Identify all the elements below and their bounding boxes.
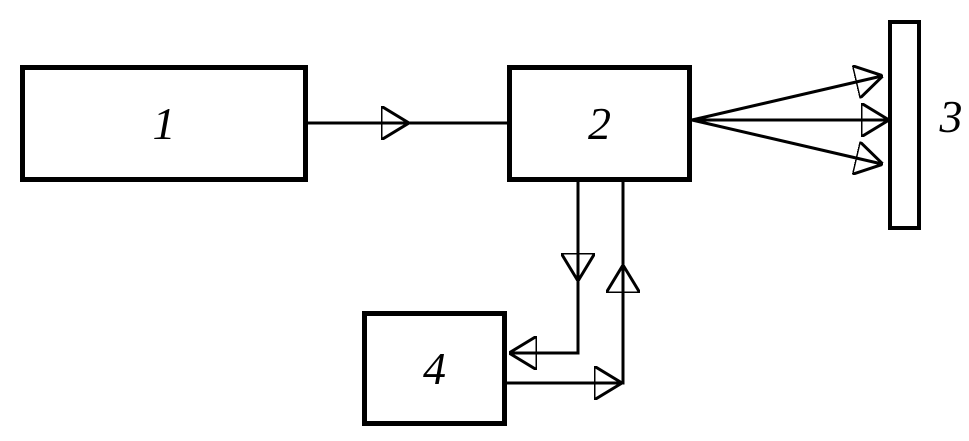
- arrow-2-to-4: [509, 182, 578, 353]
- block-2-label: 2: [588, 97, 611, 149]
- block-3-plate: [888, 20, 921, 230]
- block-3-label: 3: [939, 90, 963, 142]
- block-1-label: 1: [152, 97, 176, 149]
- block-2: 2: [507, 65, 692, 182]
- block-4: 4: [362, 311, 507, 426]
- beam-top: [691, 76, 882, 122]
- beam-bottom: [691, 118, 882, 164]
- block-1: 1: [20, 65, 308, 182]
- block-4-label: 4: [423, 342, 446, 394]
- arrow-4-to-2: [507, 182, 623, 383]
- beams-2-to-3: [691, 76, 888, 164]
